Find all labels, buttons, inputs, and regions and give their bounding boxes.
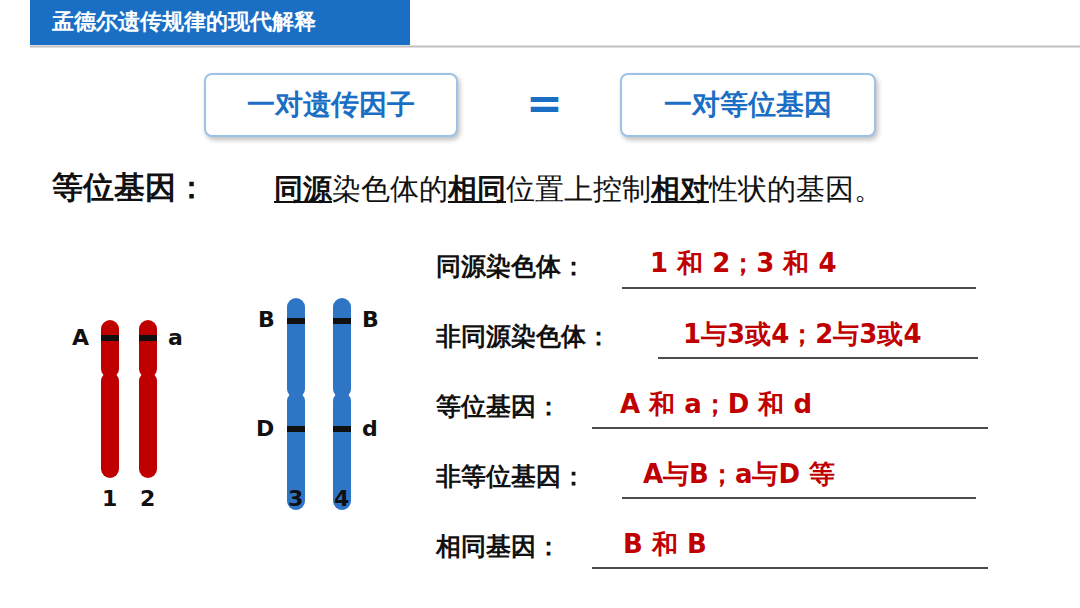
box-text: 一对遗传因子 [247, 86, 415, 124]
gene-label: B [258, 307, 275, 332]
chromosome-number: 4 [334, 486, 349, 511]
answer-text: A 和 a；D 和 d [620, 390, 812, 420]
chromosome-pair-red [101, 320, 157, 478]
gene-label: D [256, 416, 274, 441]
keyword: 同源 [274, 173, 332, 206]
title-bar [30, 0, 410, 45]
title-text: 孟德尔遗传规律的现代解释 [52, 9, 316, 34]
gene-label: d [362, 416, 378, 441]
definition-text: 位置上控制 [506, 173, 651, 206]
gene-label: A [72, 325, 89, 350]
keyword: 相同 [448, 173, 506, 206]
definition-text: 性状的基因。 [709, 173, 883, 206]
equals-sign: = [526, 78, 563, 129]
answer-text: A与B；a与D 等 [643, 460, 835, 490]
box-text: 一对等位基因 [664, 86, 832, 124]
term-heading: 等位基因： [52, 170, 207, 206]
question-label: 相同基因： [436, 533, 561, 562]
answer-text: 1 和 2；3 和 4 [650, 249, 837, 279]
chromosome-pair-blue [287, 298, 351, 510]
question-label: 非同源染色体： [436, 323, 611, 352]
question-label: 同源染色体： [436, 253, 586, 282]
chromosome-number: 2 [140, 486, 155, 511]
question-label: 等位基因： [436, 393, 561, 422]
header-rule [30, 46, 1080, 48]
gene-band [101, 335, 157, 341]
chromosome-number: 1 [102, 486, 117, 511]
concept-box: 一对遗传因子 [204, 73, 458, 137]
gene-label: a [168, 325, 183, 350]
gene-band [287, 318, 351, 432]
definition-text: 染色体的 [332, 173, 448, 206]
gene-label: B [362, 307, 379, 332]
concept-box: 一对等位基因 [620, 73, 876, 137]
answer-text: 1与3或4；2与3或4 [683, 320, 922, 350]
question-label: 非等位基因： [436, 463, 586, 492]
answer-line [592, 288, 988, 568]
chromosome-number: 3 [288, 486, 303, 511]
answer-text: B 和 B [623, 530, 707, 560]
keyword: 相对 [651, 173, 709, 206]
